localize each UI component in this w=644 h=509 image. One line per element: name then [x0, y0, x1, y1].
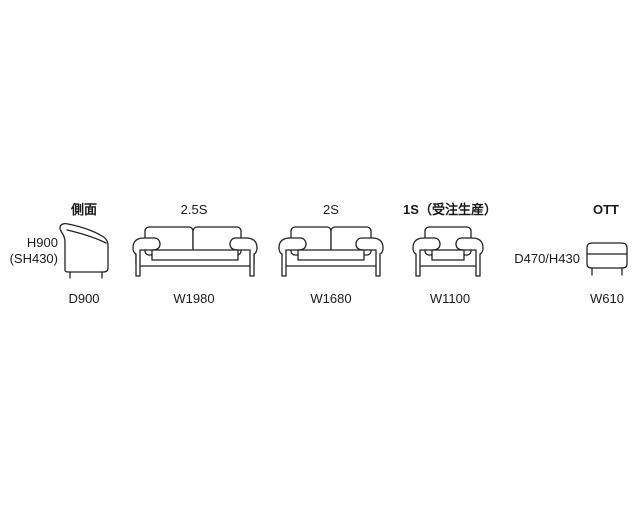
ottoman-drawing — [586, 242, 628, 276]
seat-height-label: (SH430) — [9, 251, 58, 266]
width-2-5s: W1980 — [173, 291, 215, 306]
width-1s: W1100 — [429, 291, 471, 306]
ottoman-dims: D470/H430 — [514, 251, 580, 266]
width-2s: W1680 — [310, 291, 352, 306]
sofa-2s-drawing — [278, 226, 384, 277]
side-view-drawing — [59, 222, 109, 279]
side-view-depth: D900 — [68, 291, 100, 306]
ottoman-width: W610 — [590, 291, 624, 306]
model-name-2s: 2S — [323, 202, 339, 217]
sofa-2-5s-drawing — [132, 226, 258, 277]
side-view-title: 側面 — [70, 202, 98, 217]
height-label: H900 — [26, 235, 58, 250]
model-name-2-5s: 2.5S — [180, 202, 208, 217]
ottoman-name: OTT — [593, 202, 619, 217]
sofa-1s-drawing — [412, 226, 484, 277]
model-name-1s: 1S（受注生産） — [403, 202, 497, 217]
